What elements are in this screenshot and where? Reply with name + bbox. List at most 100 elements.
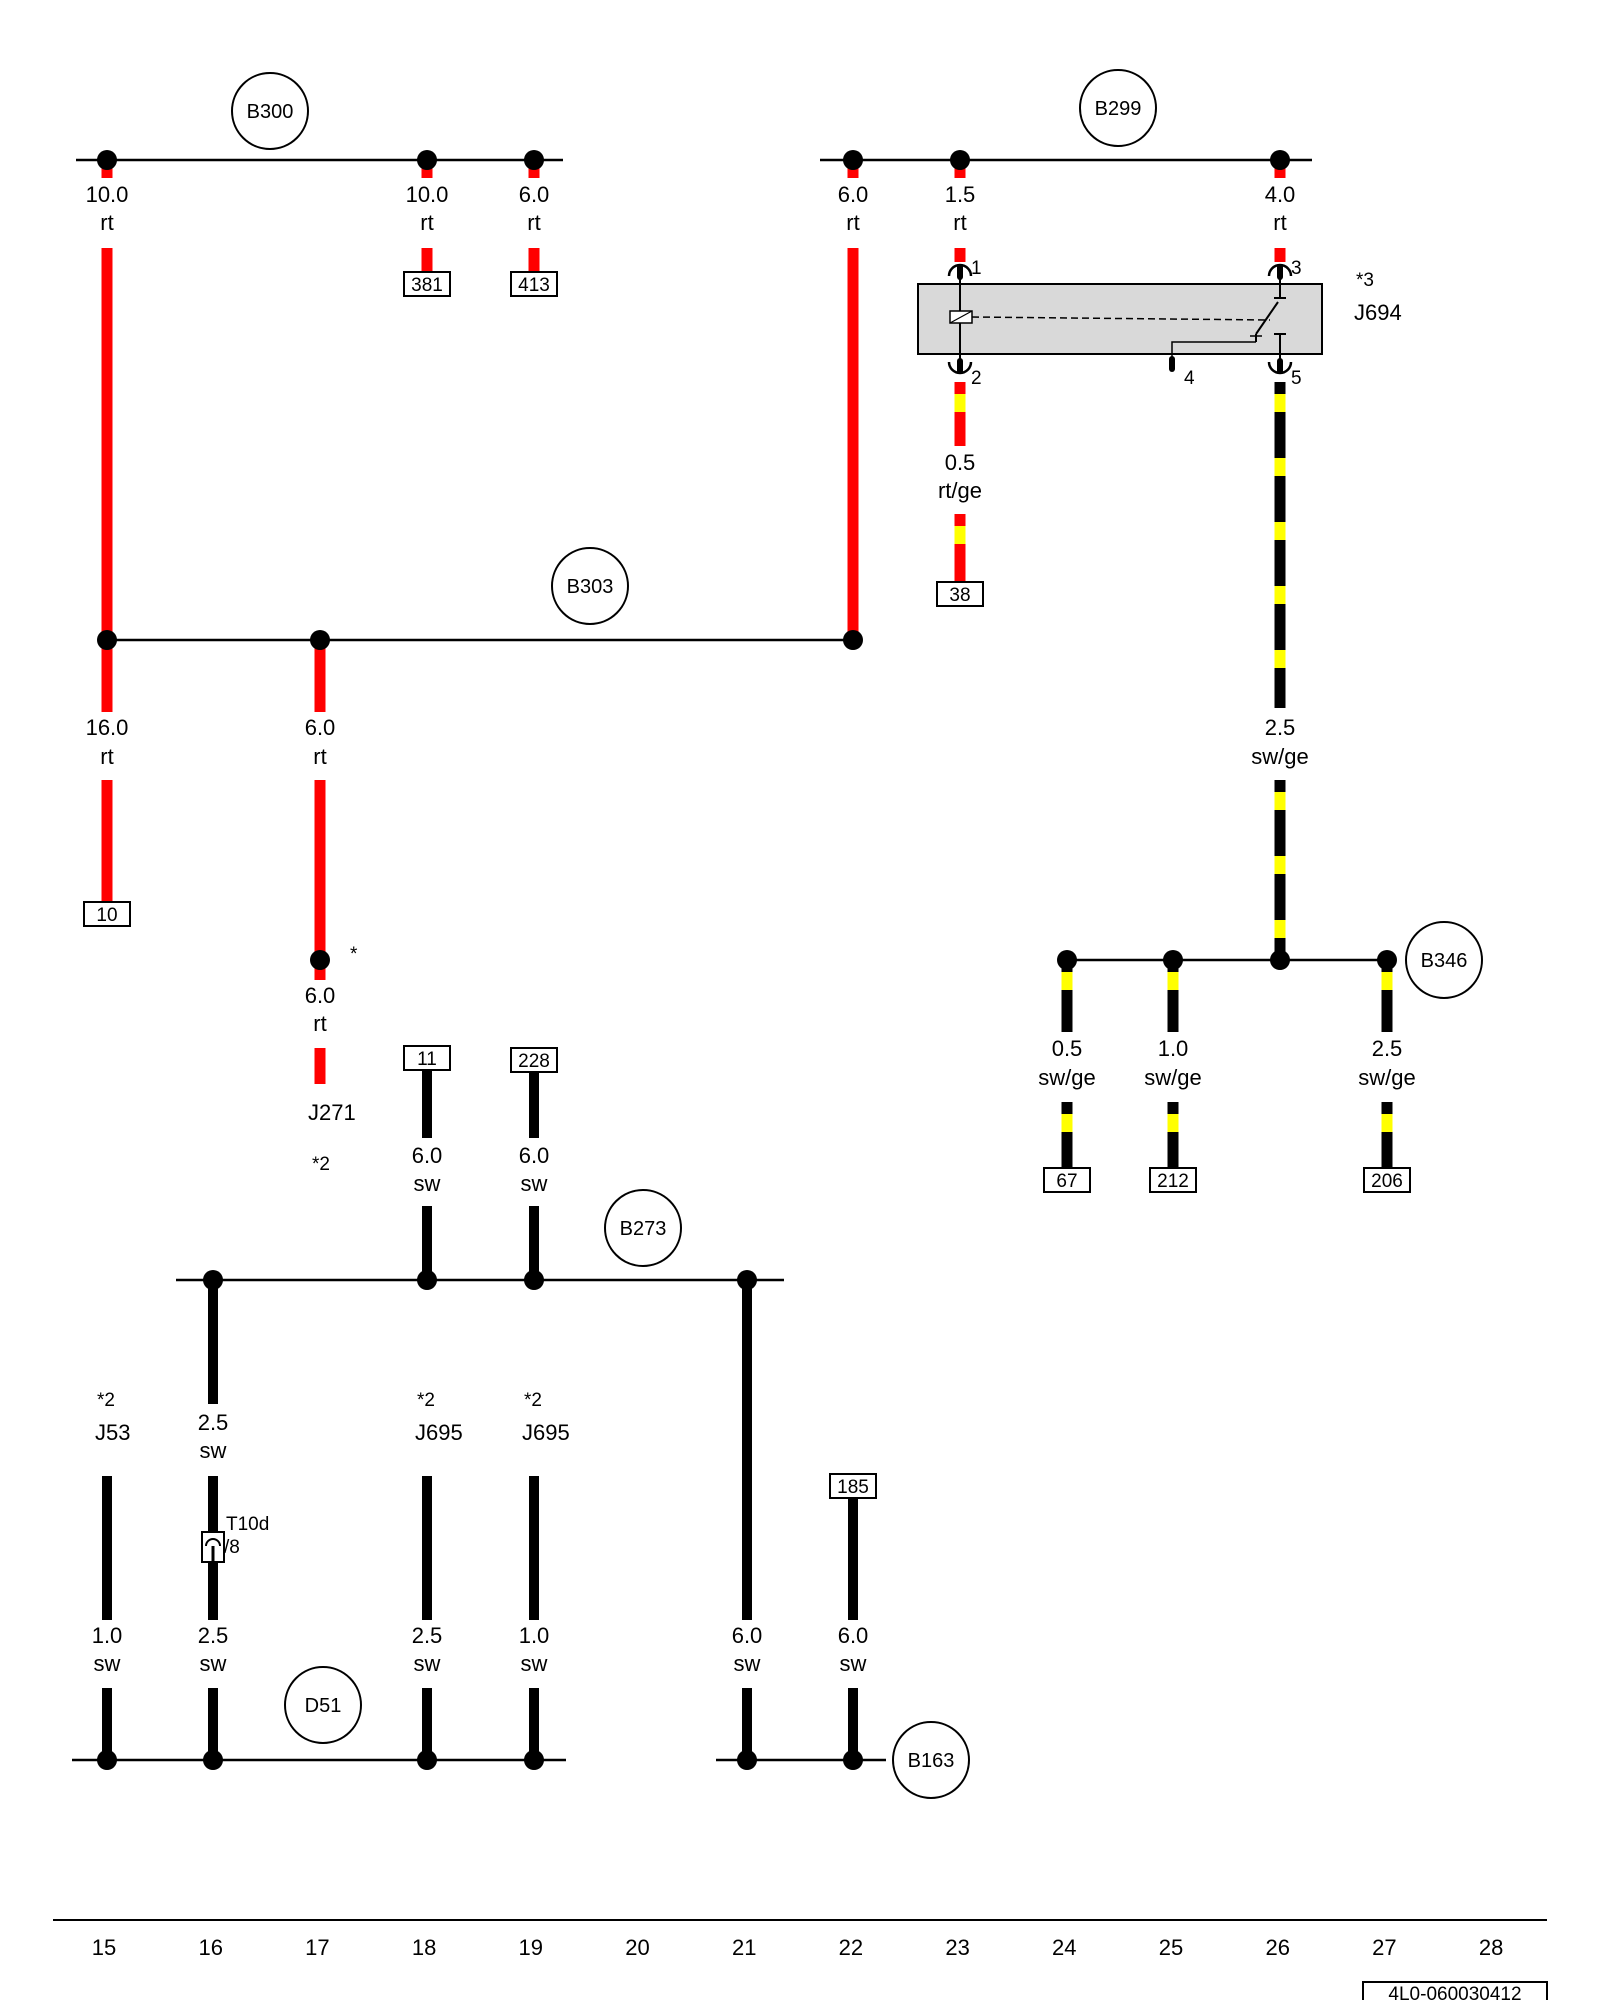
- j271-note: *2: [312, 1154, 330, 1175]
- wire-segment: [1274, 248, 1286, 262]
- wire-segment: [101, 780, 113, 902]
- svg-text:sw/ge: sw/ge: [1358, 1065, 1415, 1090]
- wire-segment: [314, 780, 326, 960]
- grid-number: 24: [1052, 1935, 1076, 1960]
- wire-label: 6.0rt: [305, 715, 336, 769]
- node-dot: [1377, 950, 1397, 970]
- j695b-note: *2: [524, 1390, 542, 1411]
- wire-label: 6.0rt: [519, 182, 550, 235]
- svg-text:sw: sw: [521, 1651, 548, 1676]
- svg-text:6.0: 6.0: [305, 715, 336, 740]
- svg-text:rt: rt: [313, 1011, 326, 1036]
- wire-labels: 10.0rt 10.0rt 6.0rt 6.0rt 1.5rt 4.0rt 0.…: [86, 182, 1416, 1676]
- svg-text:0.5: 0.5: [1052, 1036, 1083, 1061]
- svg-text:sw: sw: [200, 1438, 227, 1463]
- wire-label: 2.5sw/ge: [1251, 715, 1308, 769]
- relay-switch-icon: [1255, 301, 1279, 335]
- svg-text:sw: sw: [94, 1651, 121, 1676]
- doc-id-box: 4L0-060030412: [1362, 1981, 1548, 2000]
- wire-label: 1.5rt: [945, 182, 976, 235]
- reference-box: 381: [403, 271, 451, 297]
- grid-number: 17: [305, 1935, 329, 1960]
- wire-label: 2.5sw: [412, 1623, 443, 1676]
- wire-segment: [847, 248, 859, 640]
- svg-text:rt: rt: [1273, 210, 1286, 235]
- wire-label: 6.0rt: [838, 182, 869, 235]
- node-dot: [843, 630, 863, 650]
- wire-label: 1.0sw: [92, 1623, 123, 1676]
- svg-text:1.0: 1.0: [1158, 1036, 1189, 1061]
- grid-number: 21: [732, 1935, 756, 1960]
- wire-segment: [742, 1688, 752, 1760]
- wire-label: 2.5sw: [198, 1410, 229, 1463]
- wire-segment: [101, 640, 113, 712]
- wire-segment: [954, 382, 966, 446]
- relay-pin-5: 5: [1291, 368, 1302, 389]
- svg-text:rt: rt: [953, 210, 966, 235]
- ground-point-b300: B300: [231, 72, 309, 150]
- svg-text:2.5: 2.5: [1372, 1036, 1403, 1061]
- svg-text:212: 212: [1157, 1171, 1189, 1192]
- j53-label: J53: [95, 1420, 130, 1445]
- grid-number: 15: [92, 1935, 116, 1960]
- node-dot: [310, 630, 330, 650]
- reference-box: 185: [829, 1473, 877, 1499]
- svg-text:206: 206: [1371, 1171, 1403, 1192]
- wire-segment: [528, 248, 540, 272]
- ground-point-b273: B273: [604, 1189, 682, 1267]
- svg-text:381: 381: [411, 275, 443, 296]
- svg-text:6.0: 6.0: [412, 1143, 443, 1168]
- svg-text:2.5: 2.5: [198, 1623, 229, 1648]
- pin-socket-icon: [205, 1538, 221, 1547]
- svg-text:185: 185: [837, 1477, 869, 1498]
- grid-number: 27: [1372, 1935, 1396, 1960]
- j695a-label: J695: [415, 1420, 463, 1445]
- wire-segment: [422, 1688, 432, 1760]
- ground-point-b303: B303: [551, 547, 629, 625]
- wire-segment: [314, 640, 326, 712]
- node-dot: [1270, 950, 1290, 970]
- relay-pin4-icon: [1169, 356, 1175, 372]
- svg-text:4.0: 4.0: [1265, 182, 1296, 207]
- connector-t10d: T10d /8: [201, 1514, 269, 1563]
- node-dot: [97, 1750, 117, 1770]
- svg-text:B346: B346: [1421, 950, 1468, 972]
- svg-text:6.0: 6.0: [732, 1623, 763, 1648]
- svg-text:11: 11: [417, 1049, 437, 1070]
- wire-label: 2.5sw: [198, 1623, 229, 1676]
- svg-text:sw: sw: [840, 1651, 867, 1676]
- wire-segment: [422, 1206, 432, 1280]
- wire-label: 6.0 sw: [732, 1623, 763, 1676]
- wire-label: 10.0rt: [406, 182, 449, 235]
- svg-text:6.0: 6.0: [519, 1143, 550, 1168]
- wire-label: 6.0sw: [412, 1143, 443, 1196]
- svg-text:10.0: 10.0: [86, 182, 129, 207]
- grid-number: 23: [945, 1935, 969, 1960]
- node-dot: [843, 1750, 863, 1770]
- j53-note: *2: [97, 1390, 115, 1411]
- wire-segment: [1167, 1102, 1179, 1168]
- wire-segment: [1061, 960, 1073, 1032]
- relay-j694: 1 2 3 4 5 *3 J694: [917, 258, 1402, 389]
- svg-text:sw: sw: [734, 1651, 761, 1676]
- wire-label: 1.0sw: [519, 1623, 550, 1676]
- wire-segment: [101, 248, 113, 640]
- relay-pin-1: 1: [971, 258, 982, 279]
- reference-box: 228: [510, 1047, 558, 1073]
- j695b-label: J695: [522, 1420, 570, 1445]
- wire-label: 1.0sw/ge: [1144, 1036, 1201, 1090]
- wire-segment: [102, 1688, 112, 1760]
- ground-point-b299: B299: [1079, 69, 1157, 147]
- reference-boxes: 381 413 38 10 11 228 67 212 206 185: [83, 271, 1411, 1499]
- node-dot: [737, 1270, 757, 1290]
- wire-segment: [102, 1476, 112, 1620]
- node-dot: [524, 1750, 544, 1770]
- wire-segment: [208, 1688, 218, 1760]
- node-dot: [310, 950, 330, 970]
- node-dot: [97, 630, 117, 650]
- svg-text:B299: B299: [1095, 98, 1142, 120]
- wire-label: 16.0rt: [86, 715, 129, 769]
- relay-pin-4: 4: [1184, 368, 1195, 389]
- j271-label: J271: [308, 1100, 356, 1125]
